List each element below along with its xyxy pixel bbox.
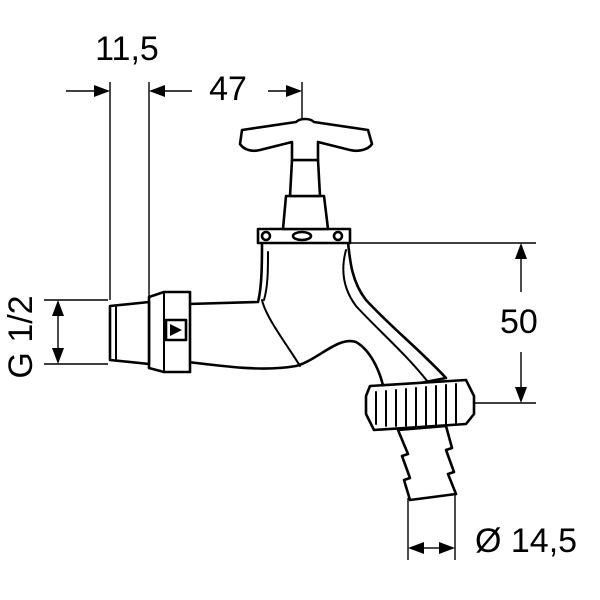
dim-label-thread-size: G 1/2	[2, 295, 40, 378]
dim-label-spout-offset: 47	[209, 70, 247, 108]
extension-lines	[44, 82, 536, 560]
dim-label-hose-diameter: Ø 14,5	[475, 522, 577, 560]
dim-label-outlet-height: 50	[500, 303, 538, 341]
dim-label-thread-length: 11,5	[95, 30, 159, 68]
dimension-lines	[52, 85, 527, 554]
faucet-body	[108, 117, 476, 502]
